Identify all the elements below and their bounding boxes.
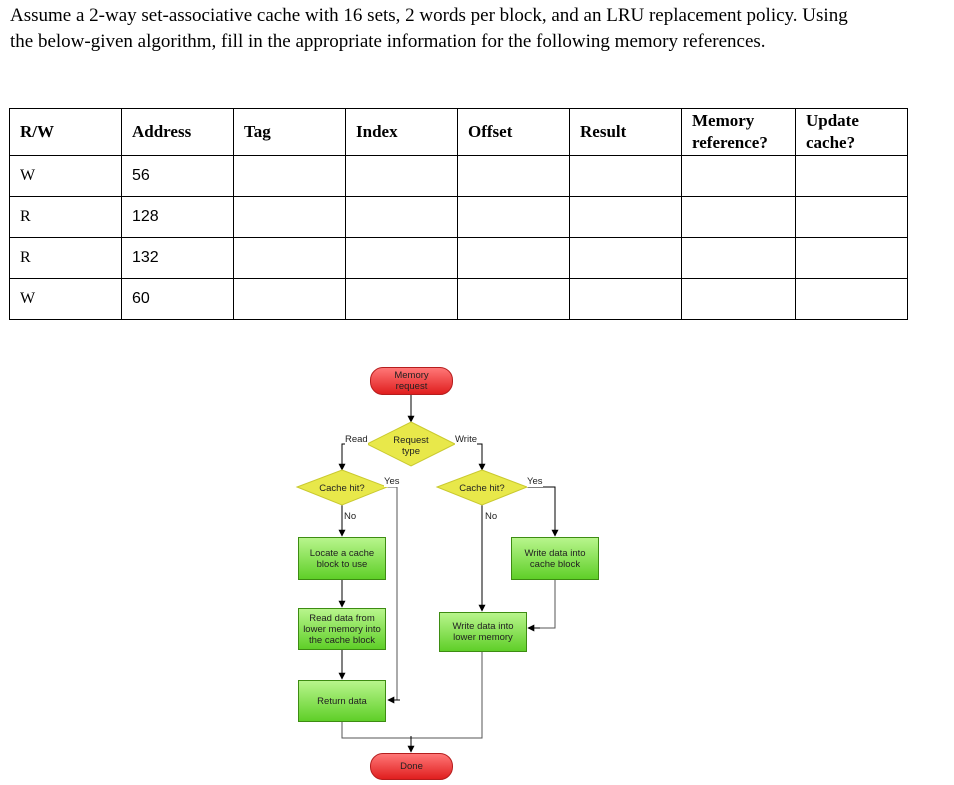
header-result: Result bbox=[569, 108, 682, 156]
header-update-cache-line1: Update bbox=[806, 111, 859, 130]
write-cache-hit-diamond bbox=[435, 469, 529, 506]
cell-result[interactable] bbox=[569, 278, 682, 320]
cell-offset[interactable] bbox=[457, 237, 570, 279]
request-type-line1: Request bbox=[393, 435, 429, 446]
read-edge-label: Read bbox=[345, 434, 368, 445]
return-data-node: Return data bbox=[298, 680, 386, 722]
cell-result[interactable] bbox=[569, 237, 682, 279]
cell-index[interactable] bbox=[345, 155, 458, 197]
cell-offset[interactable] bbox=[457, 196, 570, 238]
write-lower-line2: lower memory bbox=[453, 632, 513, 643]
header-update-cache: Update cache? bbox=[795, 108, 908, 156]
header-memory-reference-line2: reference? bbox=[692, 133, 768, 152]
locate-line2: block to use bbox=[316, 558, 368, 570]
locate-line1: Locate a cache bbox=[309, 547, 375, 559]
cell-memory-reference[interactable] bbox=[681, 278, 796, 320]
table-row: R 128 bbox=[9, 196, 908, 238]
cell-index[interactable] bbox=[345, 196, 458, 238]
read-lower-memory-node: Read data from lower memory into the cac… bbox=[298, 608, 386, 650]
cell-address: 132 bbox=[121, 237, 234, 279]
question-line-2: the below-given algorithm, fill in the a… bbox=[10, 31, 766, 52]
read-lower-line3: the cache block bbox=[308, 634, 375, 646]
read-yes-label: Yes bbox=[384, 476, 400, 487]
read-cache-hit-diamond bbox=[295, 469, 389, 506]
cell-offset[interactable] bbox=[457, 278, 570, 320]
table-row: W 56 bbox=[9, 155, 908, 197]
write-yes-label: Yes bbox=[527, 476, 543, 487]
cell-rw: R bbox=[9, 237, 122, 279]
question-line-1: Assume a 2-way set-associative cache wit… bbox=[10, 5, 848, 26]
cell-rw: W bbox=[9, 155, 122, 197]
memory-request-line1: Memory bbox=[394, 370, 429, 381]
header-memory-reference-line1: Memory bbox=[692, 111, 755, 130]
header-update-cache-line2: cache? bbox=[806, 133, 856, 152]
memory-request-line2: request bbox=[395, 381, 428, 392]
cell-address: 56 bbox=[121, 155, 234, 197]
cell-rw: R bbox=[9, 196, 122, 238]
write-lower-line1: Write data into bbox=[452, 621, 514, 632]
write-cache-line2: cache block bbox=[529, 558, 581, 570]
write-cache-block-node: Write data into cache block bbox=[511, 537, 599, 580]
cell-memory-reference[interactable] bbox=[681, 237, 796, 279]
cell-index[interactable] bbox=[345, 278, 458, 320]
header-index: Index bbox=[345, 108, 458, 156]
cell-address: 128 bbox=[121, 196, 234, 238]
answer-table: R/W Address Tag Index Offset Result Memo… bbox=[9, 108, 908, 320]
header-rw: R/W bbox=[9, 108, 122, 156]
cell-offset[interactable] bbox=[457, 155, 570, 197]
cell-result[interactable] bbox=[569, 155, 682, 197]
done-node: Done bbox=[370, 753, 453, 780]
read-lower-line2: lower memory into bbox=[303, 623, 381, 635]
header-offset: Offset bbox=[457, 108, 570, 156]
cell-result[interactable] bbox=[569, 196, 682, 238]
read-cache-hit-label: Cache hit? bbox=[319, 483, 365, 494]
question-text: Assume a 2-way set-associative cache wit… bbox=[10, 3, 910, 55]
cell-update-cache[interactable] bbox=[795, 155, 908, 197]
cell-tag[interactable] bbox=[233, 155, 346, 197]
request-type-line2: type bbox=[402, 446, 420, 457]
cell-update-cache[interactable] bbox=[795, 196, 908, 238]
cell-tag[interactable] bbox=[233, 237, 346, 279]
locate-cache-block-node: Locate a cache block to use bbox=[298, 537, 386, 580]
memory-request-node: Memory request bbox=[370, 367, 453, 395]
cell-index[interactable] bbox=[345, 237, 458, 279]
cell-memory-reference[interactable] bbox=[681, 155, 796, 197]
cell-tag[interactable] bbox=[233, 278, 346, 320]
header-memory-reference: Memory reference? bbox=[681, 108, 796, 156]
cell-rw: W bbox=[9, 278, 122, 320]
write-edge-label: Write bbox=[455, 434, 477, 445]
write-no-label: No bbox=[485, 511, 498, 522]
write-cache-hit-label: Cache hit? bbox=[459, 483, 505, 494]
request-type-diamond bbox=[365, 421, 457, 467]
cell-tag[interactable] bbox=[233, 196, 346, 238]
table-row: W 60 bbox=[9, 278, 908, 320]
read-no-label: No bbox=[344, 511, 357, 522]
table-header-row: R/W Address Tag Index Offset Result Memo… bbox=[9, 108, 908, 156]
header-tag: Tag bbox=[233, 108, 346, 156]
read-lower-line1: Read data from bbox=[309, 612, 375, 624]
table-row: R 132 bbox=[9, 237, 908, 279]
flowchart-connectors bbox=[295, 395, 559, 753]
write-cache-line1: Write data into bbox=[524, 547, 586, 559]
cell-update-cache[interactable] bbox=[795, 278, 908, 320]
request-type-label: Request type bbox=[381, 435, 441, 457]
cell-update-cache[interactable] bbox=[795, 237, 908, 279]
header-address: Address bbox=[121, 108, 234, 156]
cell-address: 60 bbox=[121, 278, 234, 320]
cache-flowchart: Memory request Request type Read Write C… bbox=[290, 360, 599, 785]
write-lower-memory-node: Write data into lower memory bbox=[439, 612, 527, 652]
cell-memory-reference[interactable] bbox=[681, 196, 796, 238]
